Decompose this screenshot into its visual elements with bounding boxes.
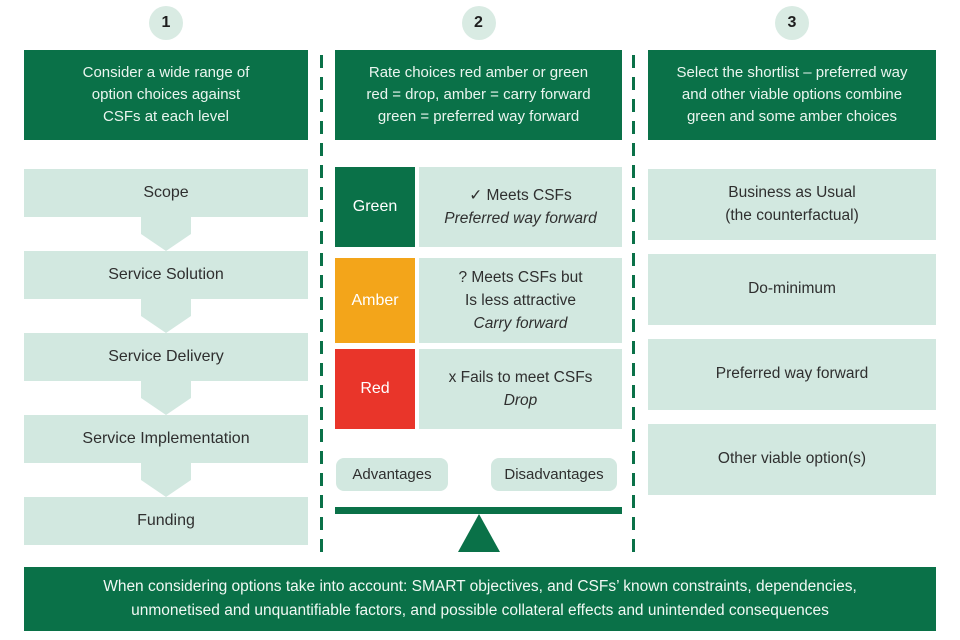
footer-banner: When considering options take into accou… — [24, 567, 936, 631]
footer-line: unmonetised and unquantifiable factors, … — [131, 602, 829, 619]
flow-step-box: Service Delivery — [24, 333, 308, 381]
step-2-header: Rate choices red amber or green red = dr… — [335, 50, 622, 140]
rating-desc-line: ? Meets CSFs but — [458, 268, 583, 286]
column-divider — [320, 55, 323, 552]
shortlist-option-box: Preferred way forward — [648, 339, 936, 410]
rating-label-red: Red — [335, 349, 415, 429]
rating-desc-action: Carry forward — [473, 315, 568, 333]
step-1-header: Consider a wide range of option choices … — [24, 50, 308, 140]
down-arrow-icon — [141, 217, 191, 251]
flow-step-label: Service Implementation — [82, 430, 250, 447]
header-line: Consider a wide range of — [82, 64, 250, 82]
step-3-badge: 3 — [775, 6, 809, 40]
step-2-badge: 2 — [461, 6, 496, 40]
column-rate-choices: 2 Rate choices red amber or green red = … — [335, 0, 622, 640]
balance-labels: Advantages Disadvantages — [335, 458, 622, 491]
step-3-number: 3 — [787, 14, 797, 31]
shortlist-option-box: Other viable option(s) — [648, 424, 936, 495]
header-line: Select the shortlist – preferred way — [676, 64, 908, 82]
rating-desc-line: x Fails to meet CSFs — [448, 368, 593, 386]
flow-step-label: Scope — [143, 184, 189, 201]
balance-beam — [335, 507, 622, 514]
rating-row-red: Red x Fails to meet CSFs Drop — [335, 349, 622, 429]
column-divider — [632, 55, 635, 552]
down-arrow-icon — [141, 299, 191, 333]
header-line: Rate choices red amber or green — [368, 64, 589, 82]
advantages-box: Advantages — [336, 458, 448, 491]
flow-step-label: Funding — [137, 512, 195, 529]
shortlist-option-box: Do-minimum — [648, 254, 936, 325]
flow-step-box: Service Solution — [24, 251, 308, 299]
rating-desc-action: Drop — [503, 392, 538, 409]
flow-step-box: Service Implementation — [24, 415, 308, 463]
step-1-badge: 1 — [149, 6, 183, 40]
step-2-number: 2 — [474, 14, 483, 31]
rating-desc-line: Is less attractive — [464, 291, 577, 309]
shortlist-option-line: Do-minimum — [748, 280, 836, 298]
shortlist-option-line: Business as Usual — [728, 184, 856, 202]
flow-step-box: Scope — [24, 169, 308, 217]
header-line: CSFs at each level — [103, 107, 229, 125]
header-line: and other viable options combine — [681, 86, 903, 104]
rating-label-green: Green — [335, 167, 415, 247]
flow-step-label: Service Delivery — [108, 348, 224, 365]
shortlist-option-line: (the counterfactual) — [725, 206, 859, 224]
shortlist-option-line: Preferred way forward — [715, 365, 869, 383]
column-consider-options: 1 Consider a wide range of option choice… — [24, 0, 308, 640]
down-arrow-icon — [141, 381, 191, 415]
rating-desc-action: Preferred way forward — [444, 210, 597, 227]
balance-fulcrum-icon — [457, 514, 500, 552]
column-select-shortlist: 3 Select the shortlist – preferred way a… — [648, 0, 936, 640]
rating-row-green: Green ✓ Meets CSFs Preferred way forward — [335, 167, 622, 247]
shortlist-option-box: Business as Usual (the counterfactual) — [648, 169, 936, 240]
footer-line: When considering options take into accou… — [103, 577, 857, 595]
flow-step-label: Service Solution — [108, 266, 224, 283]
rating-desc-line: ✓ Meets CSFs — [469, 186, 572, 204]
flow-step-box: Funding — [24, 497, 308, 545]
rating-row-amber: Amber ? Meets CSFs but Is less attractiv… — [335, 258, 622, 343]
rating-desc-amber: ? Meets CSFs but Is less attractive Carr… — [419, 258, 622, 343]
step-3-header: Select the shortlist – preferred way and… — [648, 50, 936, 140]
step-1-number: 1 — [161, 14, 171, 31]
header-line: green and some amber choices — [686, 107, 898, 125]
rating-desc-green: ✓ Meets CSFs Preferred way forward — [419, 167, 622, 247]
header-line: red = drop, amber = carry forward — [366, 86, 591, 104]
rating-label-amber: Amber — [335, 258, 415, 343]
down-arrow-icon — [141, 463, 191, 497]
rating-desc-red: x Fails to meet CSFs Drop — [419, 349, 622, 429]
shortlist-option-line: Other viable option(s) — [717, 450, 867, 468]
header-line: green = preferred way forward — [377, 107, 580, 125]
disadvantages-box: Disadvantages — [491, 458, 617, 491]
header-line: option choices against — [91, 86, 241, 104]
